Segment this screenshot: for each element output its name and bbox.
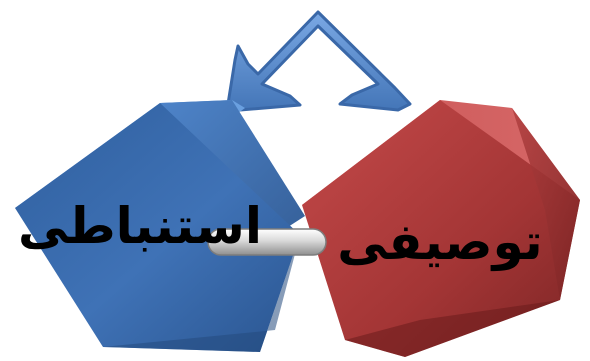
left-cube-label: استنباطی	[18, 197, 262, 255]
right-cube-label: توصیفی	[337, 213, 542, 272]
double-arrow-icon	[228, 12, 410, 110]
